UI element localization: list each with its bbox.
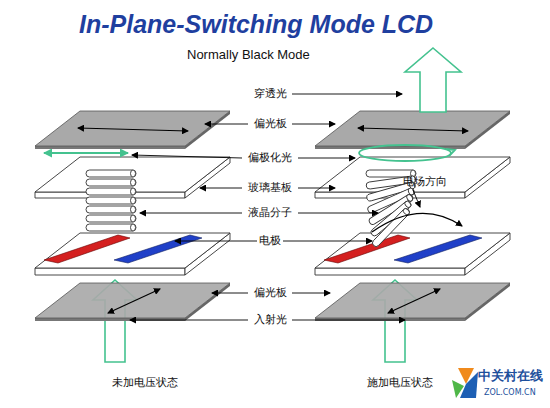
state-label: 施加电压状态 — [367, 377, 433, 390]
part-label: 偏光板 — [254, 287, 287, 300]
leader-lines — [130, 94, 420, 320]
part-label: 入射光 — [254, 314, 287, 327]
watermark-logo — [452, 368, 478, 398]
part-label: 偏光板 — [254, 118, 287, 131]
state-label: 未加电压状态 — [112, 377, 178, 390]
part-label: 穿透光 — [254, 88, 287, 101]
part-label: 电极 — [259, 235, 281, 248]
polarized-light — [359, 145, 451, 161]
diagram-title: In-Plane-Switching Mode LCD — [79, 10, 433, 39]
transmitted-light — [405, 48, 461, 112]
part-label: 电场方向 — [403, 176, 447, 189]
part-label: 液晶分子 — [248, 207, 292, 220]
left-panel — [35, 111, 230, 362]
field-arc — [372, 213, 462, 232]
right-panel — [315, 111, 510, 362]
watermark: ZOL.COM.CN — [484, 388, 536, 397]
polarized-light — [44, 152, 128, 154]
part-label: 偏极化光 — [248, 152, 292, 165]
part-label: 玻璃基板 — [248, 182, 292, 195]
watermark: 中关村在线 — [478, 369, 543, 384]
subtitle: Normally Black Mode — [187, 48, 310, 63]
lc-molecules-off — [86, 170, 136, 231]
polarized-light-head — [446, 149, 455, 156]
